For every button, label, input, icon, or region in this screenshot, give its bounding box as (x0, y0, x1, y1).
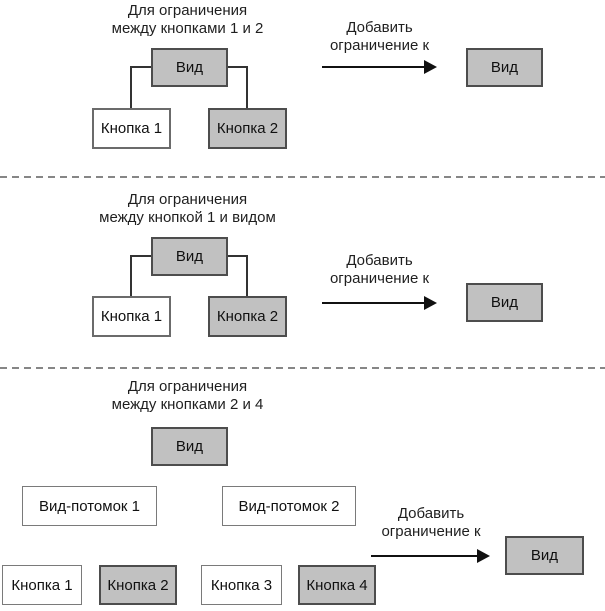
connector-line (226, 255, 248, 257)
section2-button2-box: Кнопка 2 (208, 296, 287, 337)
section3-view-box: Вид (151, 427, 228, 466)
section3-title-line2: между кнопками 2 и 4 (111, 396, 264, 413)
section1-arrow-label-line2: ограничение к (329, 37, 430, 54)
section3-title: Для ограничения между кнопками 2 и 4 (60, 378, 315, 414)
section2-button1-box: Кнопка 1 (92, 296, 171, 337)
section2-arrow-label-line1: Добавить (346, 252, 413, 269)
section3-descendant1-box: Вид-потомок 1 (22, 486, 157, 526)
section3-arrow-label-line1: Добавить (397, 505, 465, 522)
section-divider (0, 367, 605, 369)
arrow-right-icon (477, 549, 490, 563)
section3-button3-box: Кнопка 3 (201, 565, 282, 605)
section3-view-label: Вид (175, 438, 204, 455)
section3-descendant2-label: Вид-потомок 2 (238, 497, 340, 515)
section1-button2-box: Кнопка 2 (208, 108, 287, 149)
section3-target-view-box: Вид (505, 536, 584, 575)
section2-title-line2: между кнопкой 1 и видом (99, 209, 276, 226)
section3-target-view-label: Вид (530, 547, 559, 564)
connector-line (130, 66, 152, 68)
section2-title: Для ограничения между кнопкой 1 и видом (60, 191, 315, 227)
section1-button1-label: Кнопка 1 (100, 120, 163, 137)
section1-title-line2: между кнопками 1 и 2 (111, 20, 264, 37)
section1-arrow-label: Добавить ограничение к (312, 19, 447, 55)
section3-arrow-label: Добавить ограничение к (366, 505, 496, 541)
section3-button3-label: Кнопка 3 (210, 576, 273, 594)
section2-arrow-label: Добавить ограничение к (312, 252, 447, 288)
section2-button1-label: Кнопка 1 (100, 308, 163, 325)
section1-view-label: Вид (175, 59, 204, 76)
section3-button4-box: Кнопка 4 (298, 565, 376, 605)
section-divider (0, 176, 605, 178)
section3-button2-label: Кнопка 2 (107, 576, 169, 594)
section3-button1-box: Кнопка 1 (2, 565, 82, 605)
arrow-line (371, 555, 478, 557)
connector-line (226, 66, 248, 68)
connector-line (130, 255, 132, 298)
connector-line (246, 255, 248, 298)
section1-button1-box: Кнопка 1 (92, 108, 171, 149)
connector-line (246, 66, 248, 109)
section1-target-view-box: Вид (466, 48, 543, 87)
section3-button2-box: Кнопка 2 (99, 565, 177, 605)
section1-button2-label: Кнопка 2 (216, 120, 279, 137)
section3-arrow-label-line2: ограничение к (381, 523, 481, 540)
arrow-right-icon (424, 60, 437, 74)
section3-descendant1-label: Вид-потомок 1 (38, 497, 141, 515)
section2-view-label: Вид (175, 248, 204, 265)
arrow-line (322, 302, 425, 304)
connector-line (130, 255, 152, 257)
section2-title-line1: Для ограничения (127, 191, 248, 208)
arrow-right-icon (424, 296, 437, 310)
section3-title-line1: Для ограничения (127, 378, 248, 395)
section3-descendant2-box: Вид-потомок 2 (222, 486, 356, 526)
section3-button4-label: Кнопка 4 (306, 576, 368, 594)
arrow-line (322, 66, 425, 68)
connector-line (130, 66, 132, 109)
section1-target-view-label: Вид (490, 59, 519, 76)
section2-arrow-label-line2: ограничение к (329, 270, 430, 287)
section2-target-view-box: Вид (466, 283, 543, 322)
section2-target-view-label: Вид (490, 294, 519, 311)
section1-title-line1: Для ограничения (127, 2, 248, 19)
section2-button2-label: Кнопка 2 (216, 308, 279, 325)
section1-arrow-label-line1: Добавить (346, 19, 413, 36)
section1-title: Для ограничения между кнопками 1 и 2 (60, 2, 315, 38)
section3-button1-label: Кнопка 1 (11, 576, 73, 594)
section2-view-box: Вид (151, 237, 228, 276)
section1-view-box: Вид (151, 48, 228, 87)
